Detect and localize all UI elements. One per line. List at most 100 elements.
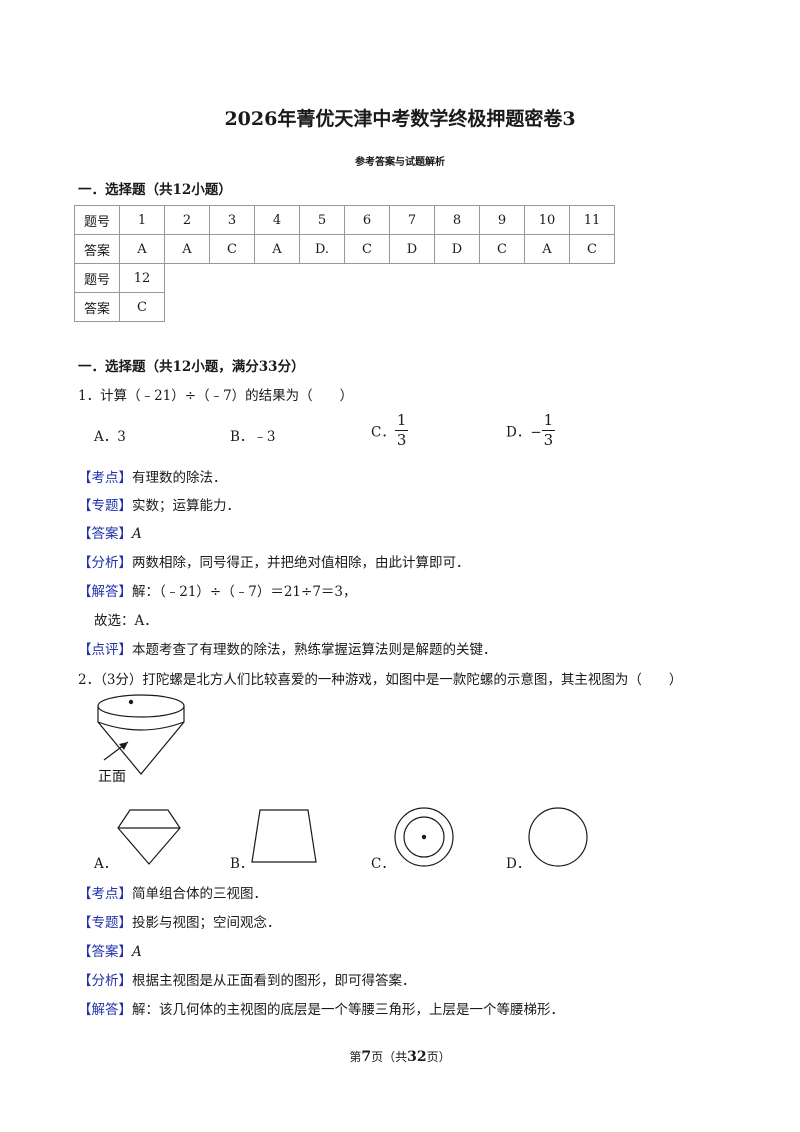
q1-daan: 【答案】A [78, 522, 142, 542]
label-tag: 【点评】 [78, 642, 132, 658]
table-cell: 5 [299, 205, 345, 235]
q1-zhuanti-text: 实数；运算能力． [132, 498, 240, 514]
table-cell: D [389, 234, 435, 264]
label-tag: 【答案】 [78, 944, 132, 960]
table-cell: 12 [119, 263, 165, 293]
table-cell: 1 [119, 205, 165, 235]
q2-option-d: D． [506, 856, 531, 872]
answer-table: 题号 1 2 3 4 5 6 7 8 9 10 11 答案 A A C A D.… [74, 205, 615, 322]
table-cell: 3 [209, 205, 255, 235]
footer-prefix: 第 [349, 1050, 362, 1064]
footer-suffix: 页） [426, 1050, 451, 1064]
table-cell: 10 [524, 205, 570, 235]
table-cell: C [479, 234, 525, 264]
table-cell: C [344, 234, 390, 264]
document-subtitle: 参考答案与试题解析 [355, 157, 445, 168]
table-cell: C [209, 234, 255, 264]
table-cell: 6 [344, 205, 390, 235]
label-tag: 【专题】 [78, 915, 132, 931]
q1-option-a: A．3 [94, 429, 126, 445]
q1-zhuanti: 【专题】实数；运算能力． [78, 494, 240, 514]
table-row: 答案 C [74, 292, 615, 322]
spinning-top-figure [97, 694, 185, 775]
label-tag: 【考点】 [78, 470, 132, 486]
q1-kaodian: 【考点】有理数的除法． [78, 466, 227, 486]
section-heading-questions: 一．选择题（共12小题，满分33分） [78, 359, 305, 375]
q2-zhuanti-text: 投影与视图；空间观念． [132, 915, 281, 931]
q1-jieda: 【解答】解：（﹣21）÷（﹣7）＝21÷7＝3， [78, 580, 357, 600]
document-title: 2026年菁优天津中考数学终极押题密卷3 [224, 108, 576, 130]
table-cell: 4 [254, 205, 300, 235]
fraction-numerator: 1 [541, 411, 556, 431]
table-cell: 9 [479, 205, 525, 235]
q2-jieda-text: 解：该几何体的主视图的底层是一个等腰三角形，上层是一个等腰梯形． [132, 1002, 564, 1018]
option-c-figure [394, 807, 454, 867]
table-cell: A [119, 234, 165, 264]
q2-daan: 【答案】A [78, 940, 142, 960]
q2-kaodian: 【考点】简单组合体的三视图． [78, 882, 267, 902]
table-header-cell: 答案 [74, 292, 120, 322]
table-row: 题号 12 [74, 263, 615, 293]
fraction-numerator: 1 [394, 411, 409, 431]
table-cell: A [164, 234, 210, 264]
q1-dianping: 【点评】本题考查了有理数的除法，熟练掌握运算法则是解题的关键． [78, 638, 497, 658]
label-tag: 【分析】 [78, 555, 132, 571]
q2-fenxi-text: 根据主视图是从正面看到的图形，即可得答案． [132, 973, 416, 989]
q2-fenxi: 【分析】根据主视图是从正面看到的图形，即可得答案． [78, 969, 416, 989]
option-b-figure [251, 809, 317, 863]
q2-kaodian-text: 简单组合体的三视图． [132, 886, 267, 902]
table-header-cell: 题号 [74, 263, 120, 293]
total-pages: 32 [407, 1049, 427, 1065]
q2-option-c: C． [371, 856, 395, 872]
fraction-denominator: 3 [396, 431, 407, 449]
label-tag: 【分析】 [78, 973, 132, 989]
q2-zhuanti: 【专题】投影与视图；空间观念． [78, 911, 281, 931]
front-view-label: 正面 [98, 769, 126, 785]
table-cell: A [254, 234, 300, 264]
footer-mid: 页（共 [371, 1050, 408, 1064]
q1-fenxi-text: 两数相除，同号得正，并把绝对值相除，由此计算即可． [132, 555, 470, 571]
q1-daan-text: A [132, 526, 142, 542]
table-cell: A [524, 234, 570, 264]
q1-option-b: B．﹣3 [230, 429, 276, 445]
table-cell: D [434, 234, 480, 264]
option-d-figure [528, 807, 588, 867]
table-header-cell: 题号 [74, 205, 120, 235]
q1-dianping-text: 本题考查了有理数的除法，熟练掌握运算法则是解题的关键． [132, 642, 497, 658]
table-cell: D. [299, 234, 345, 264]
fraction-denominator: 3 [543, 431, 554, 449]
q1-jieda-text: 解：（﹣21）÷（﹣7）＝21÷7＝3， [132, 584, 357, 600]
table-header-cell: 答案 [74, 234, 120, 264]
table-cell: 11 [569, 205, 615, 235]
q2-option-b: B． [230, 856, 254, 872]
table-row: 题号 1 2 3 4 5 6 7 8 9 10 11 [74, 205, 615, 235]
section-heading-answer-table: 一．选择题（共12小题） [78, 182, 232, 198]
q1-kaodian-text: 有理数的除法． [132, 470, 227, 486]
table-cell: 2 [164, 205, 210, 235]
label-tag: 【解答】 [78, 1002, 132, 1018]
q1-option-d-label: D．− [506, 424, 542, 441]
q2-daan-text: A [132, 944, 142, 960]
option-a-figure [117, 809, 181, 865]
table-cell: C [569, 234, 615, 264]
q2-stem: 2．（3分）打陀螺是北方人们比较喜爱的一种游戏，如图中是一款陀螺的示意图，其主视… [78, 672, 683, 688]
q1-fenxi: 【分析】两数相除，同号得正，并把绝对值相除，由此计算即可． [78, 551, 470, 571]
q2-jieda: 【解答】解：该几何体的主视图的底层是一个等腰三角形，上层是一个等腰梯形． [78, 998, 564, 1018]
q1-stem: 1．计算（﹣21）÷（﹣7）的结果为（ ） [78, 388, 354, 404]
label-tag: 【答案】 [78, 526, 132, 542]
q1-option-c-label: C． [371, 424, 395, 441]
label-tag: 【考点】 [78, 886, 132, 902]
label-tag: 【解答】 [78, 584, 132, 600]
page-footer: 第7页（共32页） [0, 1048, 800, 1065]
label-tag: 【专题】 [78, 498, 132, 514]
q2-option-a: A． [94, 856, 118, 872]
q1-guxuan: 故选：A． [94, 613, 158, 629]
table-row: 答案 A A C A D. C D D C A C [74, 234, 615, 264]
table-cell: C [119, 292, 165, 322]
page-number: 7 [361, 1049, 372, 1065]
table-cell: 7 [389, 205, 435, 235]
